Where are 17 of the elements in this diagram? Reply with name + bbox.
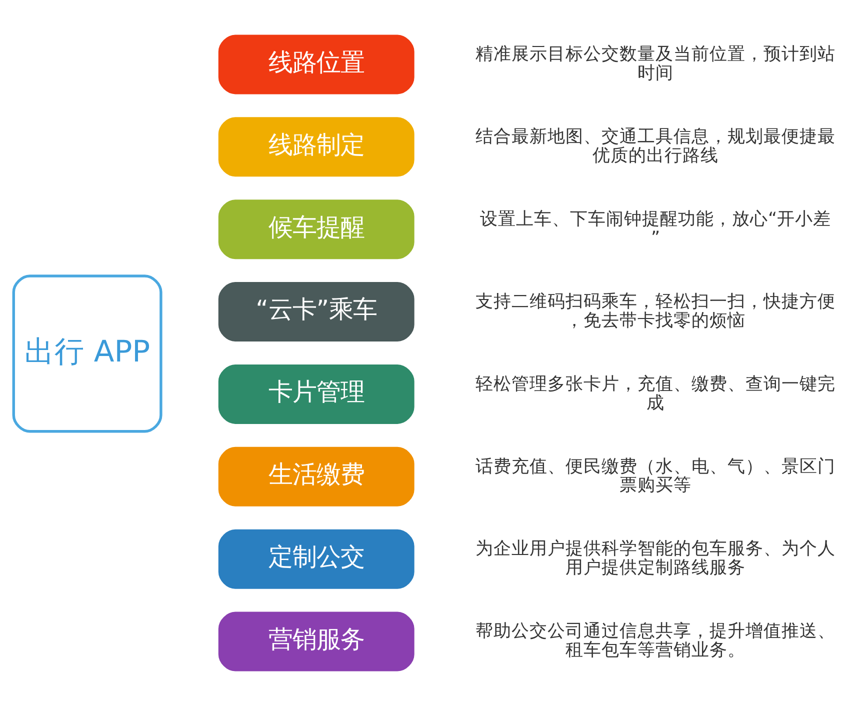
node-box: 定制公交 [218, 528, 414, 588]
node-box: 营销服务 [218, 611, 414, 671]
node-label: 结合最新地图、交通工具信息，规划最便捷最优质的出行路线 [476, 126, 836, 166]
node-label: 话费充值、便民缴费（水、电、气）、景区门票购买等 [476, 456, 836, 496]
node-box: 生活缴费 [218, 446, 414, 506]
node-label: 帮助公交公司通过信息共享，提升增值推送、租车包车等营销业务。 [476, 621, 836, 660]
node-box: 出行 APP [12, 274, 162, 432]
node-box: 线路制定 [218, 116, 414, 176]
node-label: 精准展示目标公交数量及当前位置，预计到站时间 [476, 44, 836, 84]
node-box: 候车提醒 [218, 199, 414, 259]
node-label: 轻松管理多张卡片，充值、缴费、查询一键完成 [476, 374, 836, 413]
node-box: 线路位置 [218, 34, 414, 94]
node-label: 设置上车、下车闹钟提醒功能，放心“开小差” [480, 208, 832, 248]
node-box: 卡片管理 [218, 364, 414, 424]
node-label: 为企业用户提供科学智能的包车服务、为个人用户提供定制路线服务 [476, 538, 836, 578]
node-label: 支持二维码扫码乘车，轻松扫一扫，快捷方便，免去带卡找零的烦恼 [476, 291, 836, 330]
node-box: “云卡”乘车 [218, 282, 414, 341]
